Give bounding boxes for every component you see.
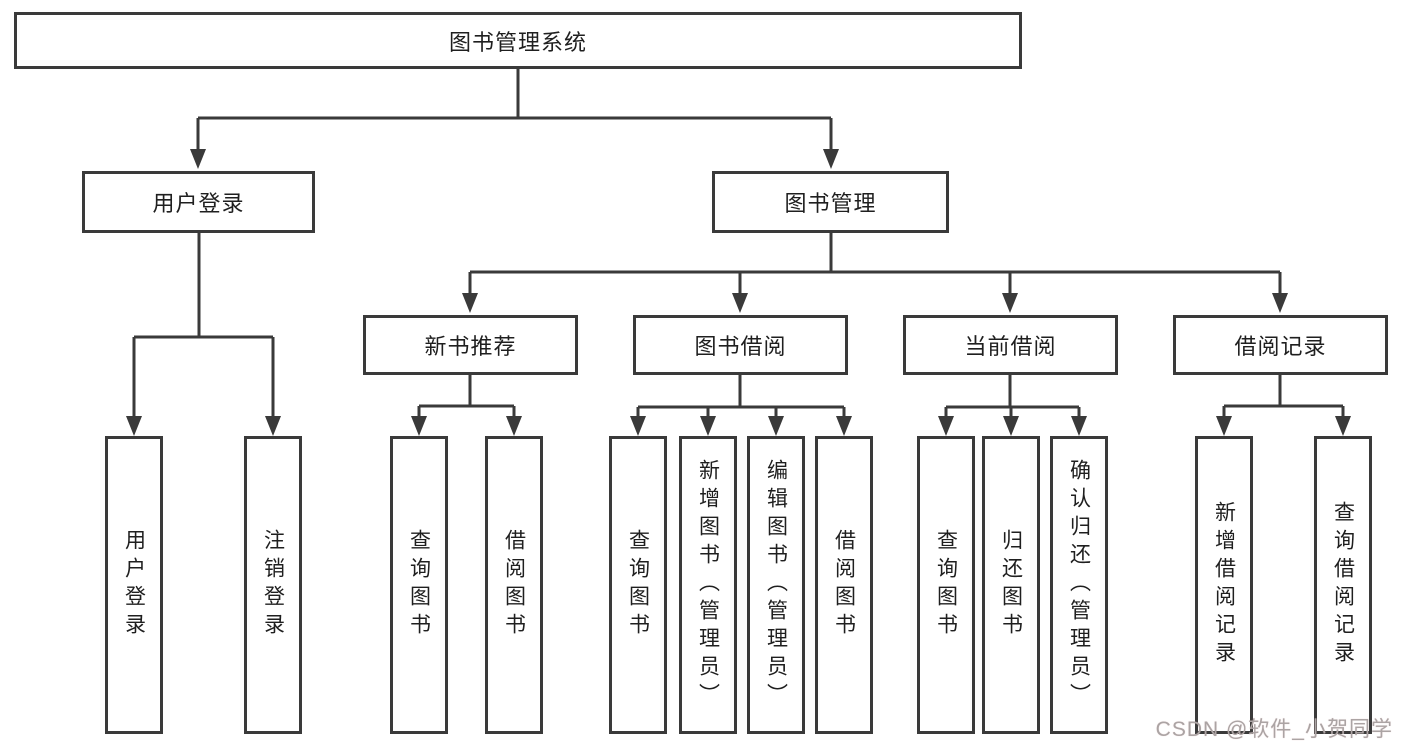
- node-root-library-management-system: 图书管理系统: [14, 12, 1022, 69]
- leaf-confirm-return-admin: 确认归还（管理员）: [1050, 436, 1108, 734]
- node-book-management: 图书管理: [712, 171, 949, 233]
- node-book-borrow: 图书借阅: [633, 315, 848, 375]
- leaf-user-login: 用户登录: [105, 436, 163, 734]
- leaf-borrow-books: 借阅图书: [815, 436, 873, 734]
- leaf-query-books: 查询图书: [390, 436, 448, 734]
- leaf-logout: 注销登录: [244, 436, 302, 734]
- leaf-borrow-books: 借阅图书: [485, 436, 543, 734]
- node-new-book-recommend: 新书推荐: [363, 315, 578, 375]
- leaf-add-book-admin: 新增图书（管理员）: [679, 436, 737, 734]
- leaf-query-borrow-record: 查询借阅记录: [1314, 436, 1372, 734]
- leaf-query-books: 查询图书: [609, 436, 667, 734]
- node-current-borrow: 当前借阅: [903, 315, 1118, 375]
- node-user-login: 用户登录: [82, 171, 315, 233]
- leaf-query-books: 查询图书: [917, 436, 975, 734]
- leaf-return-books: 归还图书: [982, 436, 1040, 734]
- leaf-add-borrow-record: 新增借阅记录: [1195, 436, 1253, 734]
- node-borrow-record: 借阅记录: [1173, 315, 1388, 375]
- leaf-edit-book-admin: 编辑图书（管理员）: [747, 436, 805, 734]
